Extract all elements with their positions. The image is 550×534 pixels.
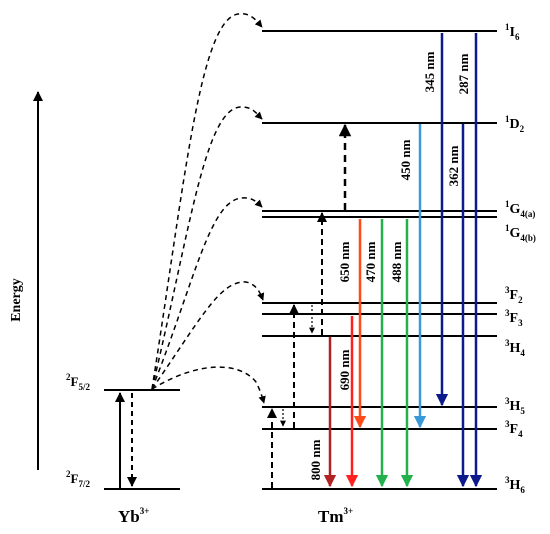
level-label-3H5: 3H5: [505, 396, 525, 416]
level-label-1D2: 1D2: [505, 114, 525, 134]
ion-label-tm: Tm3+: [318, 506, 353, 526]
level-label-3H4: 3H4: [505, 338, 525, 358]
level-label-2F72: 2F7/2: [66, 469, 90, 489]
level-label-3F3: 3F3: [505, 308, 523, 328]
level-label-1I6: 1I6: [505, 22, 520, 42]
energy-transfer-curve-3F2: [151, 281, 265, 390]
level-label-1G4a: 1G4(a): [505, 199, 535, 219]
energy-transfer-curve-1D2: [151, 106, 263, 390]
wavelength-label-362: 362 nm: [446, 145, 461, 186]
energy-transfer-curve-1I6: [151, 12, 263, 390]
wavelength-label-690: 690 nm: [337, 349, 352, 390]
energy-axis-label: Energy: [9, 278, 24, 322]
ion-label-yb: Yb3+: [118, 506, 149, 526]
level-label-3F4: 3F4: [505, 419, 523, 439]
energy-transfer-curve-1G4: [151, 197, 263, 390]
energy-transfer-curve-3H5: [151, 366, 266, 404]
wavelength-label-650: 650 nm: [337, 241, 352, 282]
wavelength-label-470: 470 nm: [363, 241, 378, 282]
wavelength-label-287: 287 nm: [456, 53, 471, 94]
wavelength-label-488: 488 nm: [389, 241, 404, 282]
level-label-1G4b: 1G4(b): [505, 223, 536, 243]
level-label-2F52: 2F5/2: [66, 372, 90, 392]
wavelength-label-800: 800 nm: [308, 439, 323, 480]
level-label-3H6: 3H6: [505, 475, 525, 495]
level-label-3F2: 3F2: [505, 285, 523, 305]
wavelength-label-450: 450 nm: [398, 139, 413, 180]
wavelength-label-345: 345 nm: [422, 51, 437, 92]
